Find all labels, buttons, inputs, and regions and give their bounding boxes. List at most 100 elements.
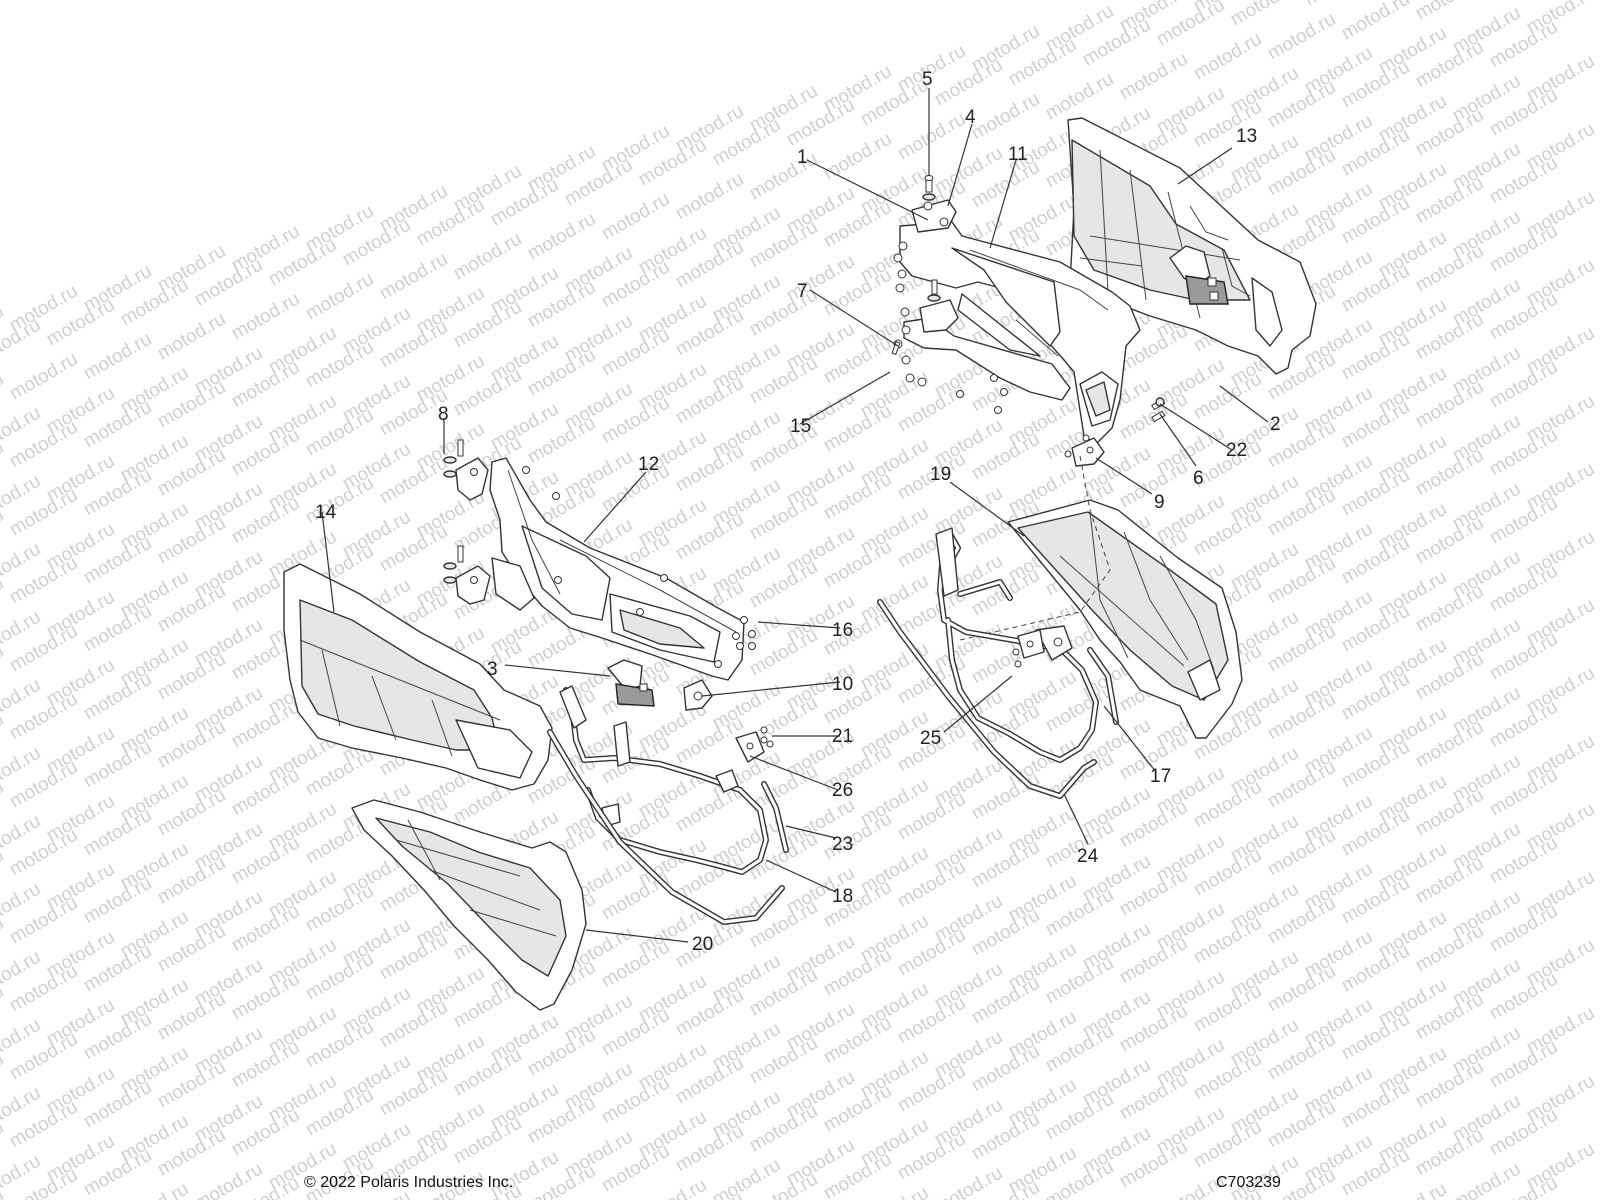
watermark-text: motod.ru (1264, 9, 1339, 65)
watermark-text: motod.ru (376, 249, 451, 305)
callout-6: 6 (1193, 468, 1204, 489)
callout-11: 11 (1008, 144, 1028, 165)
watermark-text: motod.ru (931, 1163, 1006, 1200)
part-24-door-seal-right (877, 599, 1097, 799)
part-5-bolt (922, 175, 936, 201)
watermark-text: motod.ru (1116, 49, 1191, 105)
watermark-text: motod.ru (0, 437, 7, 493)
watermark-text: motod.ru (635, 1175, 710, 1200)
watermark-text: motod.ru (6, 349, 81, 405)
watermark-text: motod.ru (154, 309, 229, 365)
callout-16: 16 (832, 620, 853, 641)
watermark-text: motod.ru (0, 369, 7, 425)
watermark-text: motod.ru (80, 329, 155, 385)
part-15-screw (891, 341, 901, 355)
watermark-text: motod.ru (857, 1183, 932, 1200)
watermark-text: motod.ru (1375, 1179, 1450, 1200)
callout-2: 2 (1270, 414, 1281, 435)
callout-24: 24 (1077, 846, 1099, 867)
callout-22: 22 (1226, 440, 1247, 461)
watermark-text: motod.ru (894, 109, 969, 165)
callout-1: 1 (797, 147, 808, 168)
watermark-text: motod.ru (0, 709, 7, 765)
part-16-bolts (736, 616, 756, 650)
part-3-latch-left (607, 659, 655, 707)
watermark-text: motod.ru (0, 845, 7, 901)
part-18-door-seal-left (547, 729, 785, 925)
copyright-notice: © 2022 Polaris Industries Inc. (304, 1174, 514, 1191)
watermark-text: motod.ru (1412, 0, 1487, 24)
watermark-text: motod.ru (746, 149, 821, 205)
part-12-door-frame-left (489, 457, 745, 681)
part-19-door-inner-panel-right (959, 455, 1243, 739)
callout-labels: 1 2 3 4 5 6 7 8 9 10 11 12 13 14 15 16 1… (315, 69, 1281, 955)
part-8-hinge-upper-left (443, 439, 489, 501)
callout-19: 19 (930, 464, 951, 485)
part-22-nut (1155, 397, 1165, 407)
part-4-hinge-lower (919, 279, 959, 333)
watermark-text: motod.ru (1301, 0, 1376, 10)
diagram-id: C703239 (1216, 1174, 1281, 1191)
watermark-text: motod.ru (302, 269, 377, 325)
callout-10: 10 (832, 674, 853, 695)
part-8-hinge-lower-left (443, 545, 491, 605)
callout-17: 17 (1150, 766, 1171, 787)
callout-18: 18 (832, 886, 853, 907)
watermark-text: motod.ru (1227, 0, 1302, 30)
watermark-text: motod.ru (598, 189, 673, 245)
part-4-hinge-upper (911, 199, 957, 233)
part-17-door-tube-right (935, 527, 1099, 763)
callout-21: 21 (832, 726, 853, 747)
watermark-text: motod.ru (0, 505, 7, 561)
watermark-text: motod.ru (0, 573, 7, 629)
callout-13: 13 (1236, 126, 1257, 147)
watermark-text: motod.ru (672, 169, 747, 225)
watermark-text: motod.ru (0, 641, 7, 697)
watermark-text: motod.ru (450, 229, 525, 285)
part-10-striker-plate (683, 679, 713, 711)
part-26-hinge-plate-left (715, 731, 765, 793)
watermark-text: motod.ru (0, 777, 7, 833)
watermark-text: motod.ru (1042, 69, 1117, 125)
callout-14: 14 (315, 502, 337, 523)
watermark-text: motod.ru (0, 1117, 7, 1173)
part-2-latch-right (1169, 245, 1229, 305)
watermark-text: motod.ru (1338, 0, 1413, 44)
part-21-screws (760, 726, 774, 748)
part-9-striker (1064, 434, 1105, 467)
part-17-seal-strip (1087, 647, 1119, 725)
watermark-text: motod.ru (228, 289, 303, 345)
callout-25: 25 (920, 728, 941, 749)
watermark-text: motod.ru (0, 913, 7, 969)
callout-4: 4 (965, 107, 976, 128)
callout-5: 5 (922, 69, 933, 90)
callout-23: 23 (832, 834, 853, 855)
callout-20: 20 (692, 934, 713, 955)
part-14-door-upper-panel-left (283, 563, 553, 791)
callout-26: 26 (832, 780, 853, 801)
part-20-door-lower-panel-left (351, 799, 587, 1011)
callout-3: 3 (487, 659, 498, 680)
watermark-text: motod.ru (820, 129, 895, 185)
part-7-bolts (893, 241, 927, 387)
watermark-text: motod.ru (524, 209, 599, 265)
callout-12: 12 (638, 454, 659, 475)
frame-11-fasteners (956, 374, 1008, 414)
watermark-text: motod.ru (0, 315, 44, 371)
callout-8: 8 (438, 404, 449, 425)
part-23-seal-strip-left (761, 781, 789, 853)
callout-7: 7 (797, 281, 808, 302)
callout-9: 9 (1154, 492, 1165, 513)
callout-15: 15 (790, 416, 811, 437)
part-11-door-frame-right (899, 221, 1141, 445)
watermark-text: motod.ru (1190, 29, 1265, 85)
leader-lines (321, 88, 1269, 943)
watermark-text: motod.ru (968, 89, 1043, 145)
watermark-text: motod.ru (0, 1049, 7, 1105)
part-25-hinge-plate (1012, 629, 1045, 668)
watermark-text: motod.ru (0, 981, 7, 1037)
watermark-text: motod.ru (117, 1179, 192, 1200)
part-18-door-tube-left (559, 685, 769, 875)
